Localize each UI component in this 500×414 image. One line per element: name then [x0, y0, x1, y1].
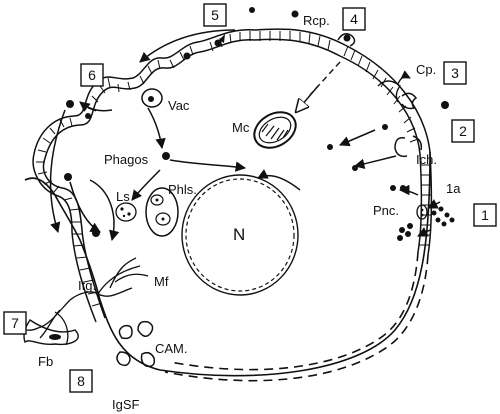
svg-text:7: 7 — [11, 315, 19, 331]
label-igsf: IgSF — [112, 397, 140, 412]
receptor — [309, 33, 356, 96]
arrows — [49, 29, 441, 242]
step-box-2: 2 — [451, 119, 475, 143]
label-rcp: Rcp. — [303, 13, 330, 28]
ion-channel — [394, 135, 423, 158]
label-mc: Mc — [232, 120, 250, 135]
svg-text:8: 8 — [77, 373, 85, 389]
step-boxes: 1 2 3 4 5 6 7 8 — [3, 3, 497, 393]
step-box-8: 8 — [69, 369, 93, 393]
nucleus — [181, 174, 299, 296]
cell-adhesion-molecule — [116, 320, 156, 368]
svg-text:1: 1 — [481, 207, 489, 223]
label-cam: CAM. — [155, 341, 188, 356]
step-box-4: 4 — [342, 7, 366, 31]
fibroblast — [23, 319, 79, 346]
lysosome — [115, 202, 137, 222]
label-nucleus: N — [233, 225, 245, 244]
step-box-7: 7 — [3, 311, 27, 335]
svg-text:2: 2 — [459, 123, 467, 139]
svg-text:6: 6 — [88, 67, 96, 83]
step-box-3: 3 — [443, 61, 467, 85]
complement-protein — [377, 70, 418, 110]
label-fb: Fb — [38, 354, 53, 369]
label-mf: Mf — [154, 274, 169, 289]
pinocytic-vesicle — [416, 204, 428, 220]
label-cp: Cp. — [416, 62, 436, 77]
particles — [64, 7, 468, 241]
label-vac: Vac — [168, 98, 190, 113]
label-ls: Ls — [116, 189, 130, 204]
step-box-1: 1 — [473, 203, 497, 227]
svg-text:4: 4 — [350, 11, 358, 27]
label-1a: 1a — [446, 181, 461, 196]
label-phls: Phls. — [168, 182, 197, 197]
svg-text:5: 5 — [211, 7, 219, 23]
receptor-internalization-arrow — [296, 85, 319, 112]
label-pnc: Pnc. — [373, 203, 399, 218]
svg-text:3: 3 — [451, 65, 459, 81]
label-phagos: Phagos — [104, 152, 149, 167]
labels: Rcp. Cp. Ich. 1a Pnc. Vac Mc Phagos Ls P… — [38, 13, 461, 412]
label-itg: Itg. — [78, 278, 96, 293]
step-box-6: 6 — [80, 63, 104, 87]
vacuole — [141, 88, 163, 108]
step-box-5: 5 — [203, 3, 227, 27]
integrin-and-filaments — [17, 257, 149, 346]
phagolysosome — [145, 187, 179, 237]
label-ich: Ich. — [416, 152, 437, 167]
mitochondrion — [253, 111, 297, 149]
